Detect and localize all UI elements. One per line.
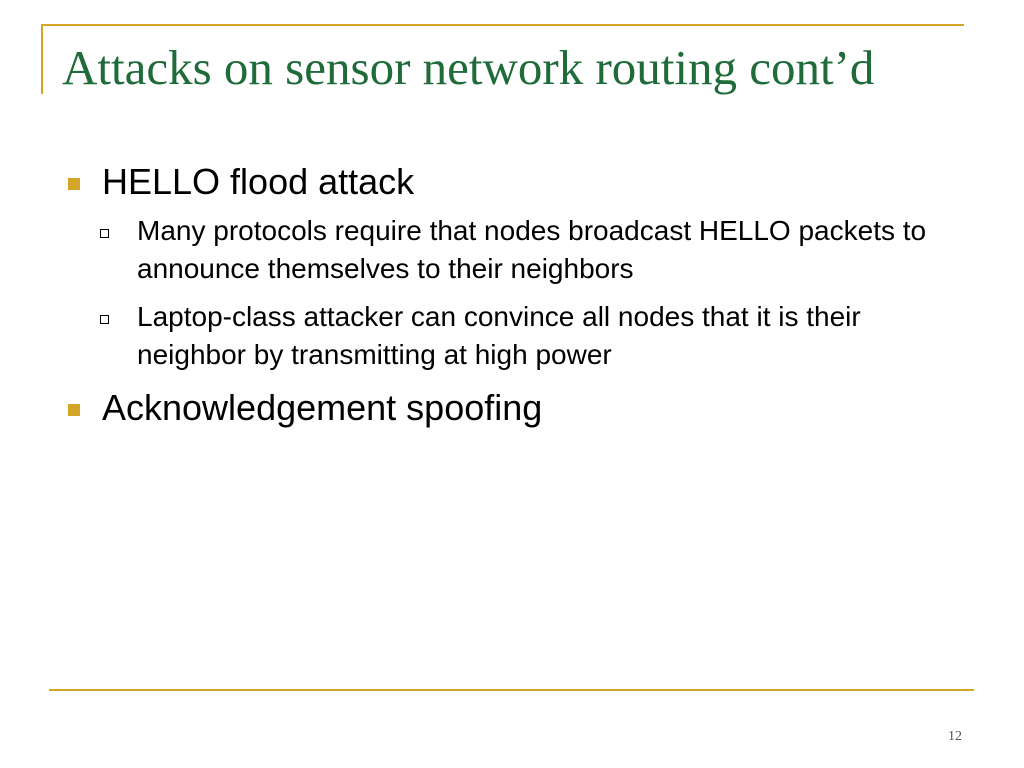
filled-square-bullet-icon — [68, 178, 80, 190]
subbullet-text: Laptop-class attacker can convince all n… — [137, 301, 861, 370]
subbullet-item: Laptop-class attacker can convince all n… — [62, 298, 962, 374]
title-top-rule — [41, 24, 964, 26]
bullet-text: HELLO flood attack — [102, 161, 415, 202]
bullet-item: HELLO flood attack — [62, 160, 962, 204]
filled-square-bullet-icon — [68, 404, 80, 416]
page-number: 12 — [948, 729, 962, 744]
bullet-item: Acknowledgement spoofing — [62, 386, 962, 430]
footer-rule — [49, 689, 974, 691]
hollow-square-bullet-icon — [100, 229, 109, 238]
title-left-rule — [41, 24, 43, 94]
subbullet-list: Many protocols require that nodes broadc… — [62, 212, 962, 374]
subbullet-text: Many protocols require that nodes broadc… — [137, 215, 927, 284]
bullet-text: Acknowledgement spoofing — [102, 387, 543, 428]
slide-title: Attacks on sensor network routing cont’d — [62, 40, 875, 95]
hollow-square-bullet-icon — [100, 315, 109, 324]
subbullet-item: Many protocols require that nodes broadc… — [62, 212, 962, 288]
